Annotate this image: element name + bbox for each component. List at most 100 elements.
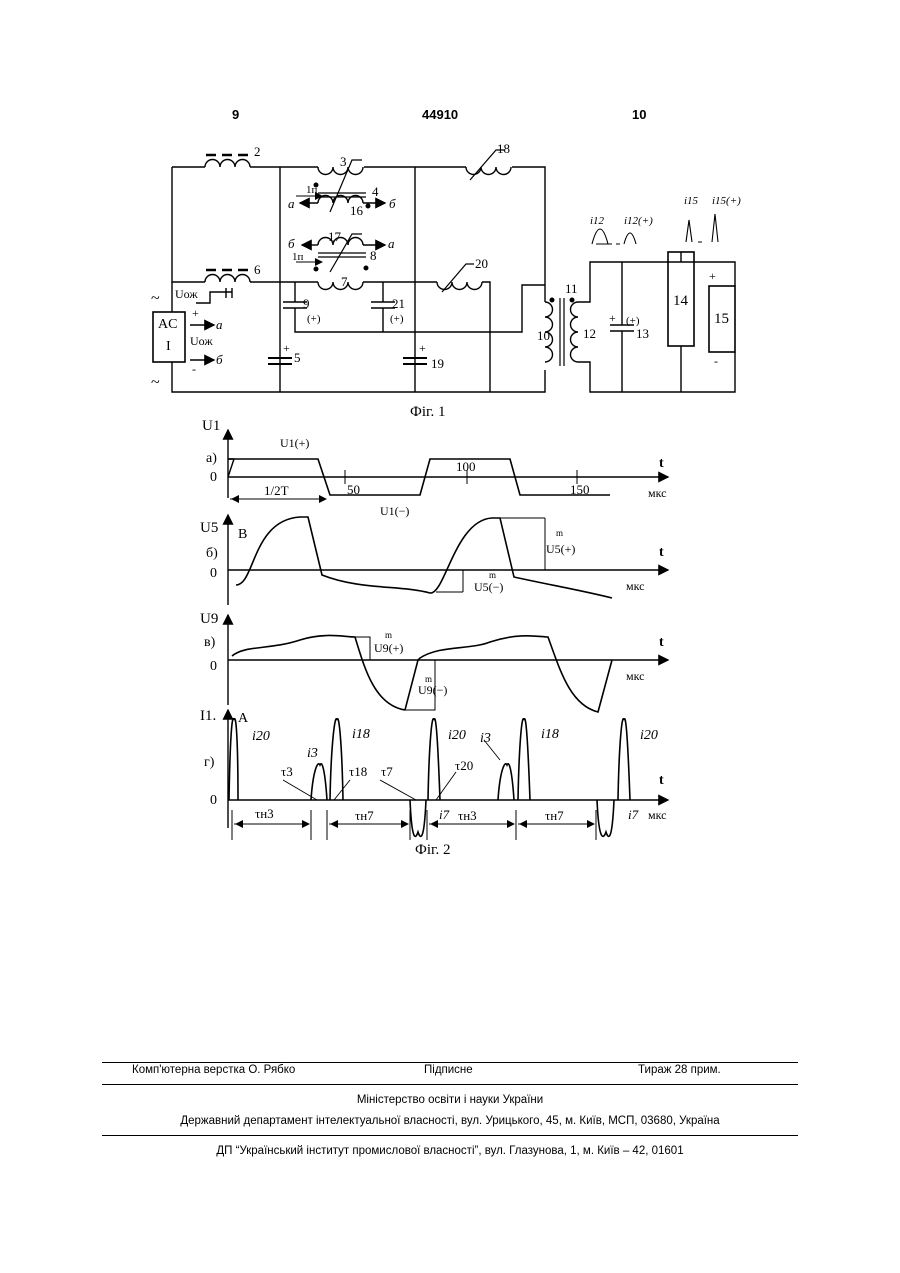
fig1-label-i12p: i12(+): [624, 215, 653, 227]
fig2b-zero: 0: [210, 566, 217, 581]
fig1-label-in2: 1п: [292, 251, 304, 263]
fig1-label-plus-src: +: [192, 306, 199, 320]
fig1-label-minus-15: -: [714, 354, 718, 368]
fig1-label-plus-13: +: [609, 311, 616, 325]
fig1-label-5: 5: [294, 350, 301, 365]
fig2d-tn7-2: τн7: [545, 808, 564, 823]
fig1-label-19: 19: [431, 356, 444, 371]
fig2d-panel: г): [204, 755, 215, 770]
footer-rule-1: [102, 1062, 798, 1063]
fig2a-uneg: U1(−): [380, 504, 409, 518]
fig2d-zero: 0: [210, 793, 217, 808]
footer-print-run: Тираж 28 прим.: [638, 1064, 721, 1076]
fig2-axes: [228, 430, 668, 840]
fig1-label-b2: б: [389, 196, 396, 211]
fig1-label-16: 16: [350, 203, 364, 218]
fig2d-i18-2: i18: [541, 727, 559, 742]
fig1-label-uoj2: Uож: [190, 334, 213, 348]
fig2d-yunit: A: [238, 711, 249, 726]
fig2d-tau18: τ18: [349, 764, 367, 779]
fig2b-ylabel: U5: [200, 520, 218, 536]
fig2-caption: Фіг. 2: [415, 842, 450, 858]
fig2b-upos: U5(+): [546, 542, 575, 556]
fig1-label-6: 6: [254, 262, 261, 277]
fig2d-tn7-1: τн7: [355, 808, 374, 823]
fig2d-tau20: τ20: [455, 758, 473, 773]
fig1-label-2: 2: [254, 144, 261, 159]
fig2d-i3-1: i3: [307, 746, 318, 761]
fig2b-unit: мкс: [626, 579, 644, 593]
fig1-label-b3: б: [288, 236, 295, 251]
fig1-circuit: [153, 150, 735, 392]
fig2a-tick-100: 100: [456, 459, 476, 474]
fig2a-zero: 0: [210, 470, 217, 485]
fig2a-tick-150: 150: [570, 482, 590, 497]
fig2a-t: t: [659, 456, 664, 471]
fig1-label-4: 4: [372, 184, 379, 199]
footer-department: Державний департамент інтелектуальної вл…: [0, 1115, 900, 1127]
fig1-label-i15p: i15(+): [712, 195, 741, 207]
fig1-label-a3: а: [388, 236, 395, 251]
fig2d-tn3-2: τн3: [458, 808, 477, 823]
fig2b-t: t: [659, 545, 664, 560]
fig2c-panel: в): [204, 635, 216, 650]
fig1-label-9: 9: [303, 296, 310, 311]
fig2d-tau7: τ7: [381, 764, 393, 779]
fig1-label-a2: а: [288, 196, 295, 211]
fig1-label-a1: а: [216, 317, 223, 332]
fig1-label-plus-paren-13: (+): [626, 315, 640, 327]
fig1-label-plus-5: +: [283, 341, 290, 355]
footer-institute: ДП “Український інститут промислової вла…: [0, 1145, 900, 1157]
fig2d-i20-2: i20: [448, 728, 466, 743]
fig2a-ylabel: U1: [202, 418, 220, 434]
fig2d-i7-2: i7: [628, 807, 639, 822]
fig1-label-3: 3: [340, 154, 347, 169]
fig1-label-11: 11: [565, 281, 578, 296]
fig2b-uneg: U5(−): [474, 580, 503, 594]
fig1-label-15: 15: [714, 311, 729, 327]
fig1-label-20: 20: [475, 256, 488, 271]
fig2c-zero: 0: [210, 659, 217, 674]
fig2a-half-period: 1/2T: [264, 483, 289, 498]
fig2d-tau3: τ3: [281, 764, 293, 779]
fig2b-panel: б): [206, 546, 218, 561]
fig2b-yunit: B: [238, 527, 247, 542]
fig1-label-b1: б: [216, 352, 223, 367]
fig1-label-minus-src: -: [192, 362, 196, 376]
fig2d-i7-1: i7: [439, 807, 450, 822]
fig2c-um-pos: m: [385, 630, 392, 640]
fig1-label-tilde-top: ~: [151, 290, 160, 307]
fig2a-tick-50: 50: [347, 482, 360, 497]
footer-signed: Підписне: [424, 1064, 473, 1076]
fig1-label-plus-paren-21: (+): [390, 313, 404, 325]
fig2d-i18-1: i18: [352, 727, 370, 742]
fig2d-i3-2: i3: [480, 731, 491, 746]
fig2d-tn3-1: τн3: [255, 806, 274, 821]
fig2d-unit: мкс: [648, 808, 666, 822]
fig1-label-10: 10: [537, 328, 550, 343]
fig1-label-i15: i15: [684, 195, 699, 207]
fig2c-ylabel: U9: [200, 611, 218, 627]
fig2c-upos: U9(+): [374, 641, 403, 655]
fig1-label-plus-19: +: [419, 341, 426, 355]
fig1-label-13: 13: [636, 326, 649, 341]
fig2b-um-pos: m: [556, 528, 563, 538]
fig2d-ylabel: I1.: [200, 708, 216, 724]
footer-rule-3: [102, 1135, 798, 1136]
fig1-label-ac: AC: [158, 317, 177, 332]
fig1-label-8: 8: [370, 248, 377, 263]
fig2d-t: t: [659, 773, 664, 788]
fig1-label-in1: 1п: [306, 184, 318, 196]
fig1-label-17: 17: [328, 229, 342, 244]
figures: 2 3 4 16 18 17 8 7 6 20 9 21 5 19 10 11 …: [0, 0, 900, 880]
fig2d-i20-3: i20: [640, 728, 658, 743]
fig1-label-plus-15: +: [709, 269, 716, 283]
fig2a-panel: а): [206, 451, 217, 466]
fig1-label-i12: i12: [590, 215, 605, 227]
fig2a-unit: мкс: [648, 486, 666, 500]
fig1-label-7: 7: [341, 274, 348, 289]
fig2c-t: t: [659, 635, 664, 650]
fig1-label-12: 12: [583, 326, 596, 341]
fig1-label-I: I: [166, 339, 171, 354]
fig2c-unit: мкс: [626, 669, 644, 683]
